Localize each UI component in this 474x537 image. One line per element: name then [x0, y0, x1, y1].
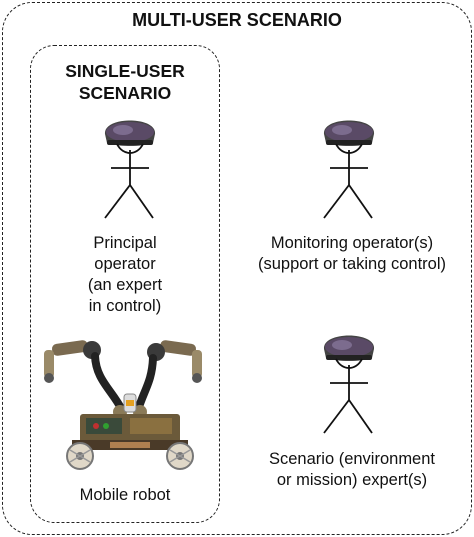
headset-icon [104, 120, 156, 146]
single-user-title-line1: SINGLE-USER [65, 61, 185, 81]
monitoring-operator-figure-icon [323, 120, 375, 219]
principal-operator-figure-icon [104, 120, 156, 219]
mobile-robot-icon [44, 340, 202, 470]
principal-operator-line: (an expert [87, 276, 163, 294]
principal-operator-line: Principal [93, 234, 157, 252]
wheel-icon [66, 442, 94, 470]
single-user-title-line2: SCENARIO [78, 83, 172, 103]
scenario-expert-line: or mission) expert(s) [276, 471, 428, 489]
single-user-scenario-title: SINGLE-USER SCENARIO [30, 60, 220, 104]
scenario-expert-figure-icon [323, 335, 375, 434]
headset-icon [323, 335, 375, 361]
scenario-expert-line: Scenario (environment [269, 450, 435, 468]
left-arm-icon [44, 340, 127, 419]
monitoring-operator-label: Monitoring operator(s) (support or takin… [230, 233, 474, 275]
mobile-robot-label: Mobile robot [79, 486, 171, 504]
monitoring-operator-line: (support or taking control) [257, 255, 446, 273]
monitoring-operator-line: Monitoring operator(s) [270, 234, 434, 252]
right-arm-icon [133, 340, 202, 419]
single-user-scenario-box [30, 45, 220, 523]
headset-icon [323, 120, 375, 146]
scenario-expert-label: Scenario (environment or mission) expert… [230, 449, 474, 491]
principal-operator-line: operator [94, 255, 156, 273]
principal-operator-label: Principal operator (an expert in control… [60, 233, 190, 317]
wheel-icon [166, 442, 194, 470]
multi-user-scenario-title: MULTI-USER SCENARIO [132, 10, 342, 30]
principal-operator-line: in control) [88, 297, 162, 315]
